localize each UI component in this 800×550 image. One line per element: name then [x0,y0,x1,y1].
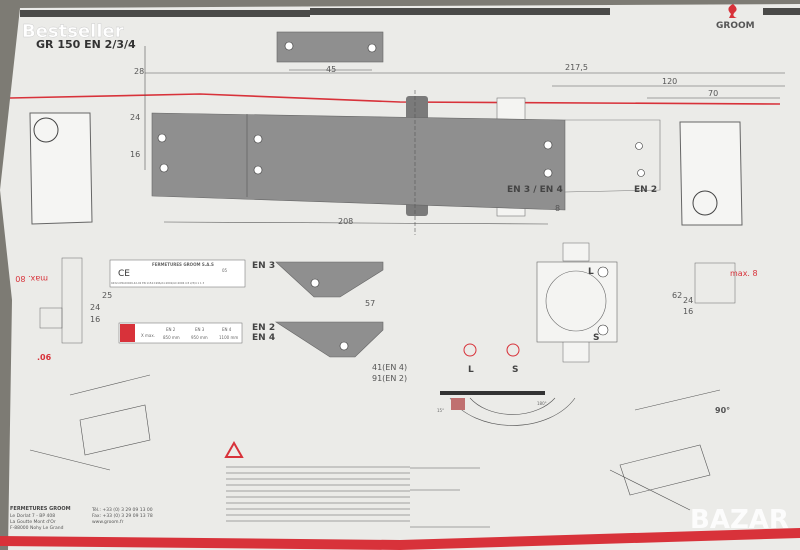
latch-valve-icon [597,266,609,278]
model-title: GR 150 EN 2/3/4 [36,38,136,51]
rotation-icon-right [692,190,718,216]
svg-text:62: 62 [672,291,682,300]
svg-text:850 mm: 850 mm [163,335,180,340]
dim-57: 57 [365,299,375,308]
dim-24: 24 [130,113,140,122]
svg-text:.06: .06 [37,353,52,362]
svg-text:24: 24 [90,303,100,312]
bracket-label-en4: EN 4 [252,333,275,343]
watermark-bazar: BAZAR [690,505,789,535]
svg-text:X max.: X max. [141,333,155,338]
svg-text:25: 25 [102,291,112,300]
svg-text:FERMETURES GROOM S.A.S: FERMETURES GROOM S.A.S [152,262,214,267]
svg-text:La Goutte Mont d'Or: La Goutte Mont d'Or [10,519,56,525]
footer-red-band [0,528,800,550]
door-picto-left [29,112,93,225]
svg-text:max. 8: max. 8 [730,269,758,278]
svg-text:16: 16 [683,307,693,316]
warning-text-block [226,466,490,528]
warning-icon [224,440,244,458]
top-plate [276,31,384,63]
en2-area [564,119,661,193]
latch-screw-icon [463,343,477,357]
swing-valve-icon [597,324,609,336]
dim-41-en4: 41(EN 4) [372,363,407,372]
svg-text:S: S [593,333,599,343]
dim-217-5: 217,5 [565,63,588,72]
exploded-install-view [29,374,721,511]
svg-text:0432-CPR-00029-42-02 EN 1154:: 0432-CPR-00029-42-02 EN 1154:1996/A1:200… [111,281,204,285]
svg-text:24: 24 [683,296,693,305]
dim-8: 8 [555,204,560,213]
svg-text:max. 80: max. 80 [15,274,48,283]
header-bar-2 [310,8,610,15]
closer-body [151,112,566,211]
dim-70: 70 [708,89,718,98]
label-en2: EN 2 [634,185,657,195]
watermark-bestseller: Bestseller [22,21,124,42]
svg-text:05: 05 [222,268,228,273]
svg-text:950 mm: 950 mm [191,335,208,340]
groom-logo: GROOM [716,4,755,31]
bracket-label-en2: EN 2 [252,323,275,333]
header-bar-3 [763,8,800,15]
xmax-table: X max. EN 2 EN 3 EN 4 850 mm 950 mm 1100… [118,322,243,344]
ce-certification-table: CE FERMETURES GROOM S.A.S 05 0432-CPR-00… [109,259,246,288]
svg-text:1100 mm: 1100 mm [219,335,238,340]
svg-text:F-88000 Nohy Le Grand: F-88000 Nohy Le Grand [10,525,64,531]
rotation-icon [33,117,59,143]
svg-text:16: 16 [90,315,100,324]
dim-16: 16 [130,150,140,159]
svg-text:Le Dorlat 7 - BP 408: Le Dorlat 7 - BP 408 [10,513,55,519]
door-top-line [9,93,781,105]
svg-text:L: L [588,267,594,277]
dim-120: 120 [662,77,677,86]
dim-208: 208 [338,217,353,226]
right-mount-detail: max. 8 62 24 16 90° [672,262,758,415]
dim-91-en2: 91(EN 2) [372,374,407,383]
svg-text:15°: 15° [437,408,444,413]
fire-door-icon [120,324,135,342]
svg-text:S: S [512,365,518,375]
svg-text:Fax: +33 (0) 3 29 09 13 78: Fax: +33 (0) 3 29 09 13 78 [92,513,153,519]
svg-text:EN 4: EN 4 [222,327,232,332]
svg-text:GROOM: GROOM [716,21,755,31]
bracket-en3 [275,261,384,298]
svg-text:FERMETURES GROOM: FERMETURES GROOM [10,506,71,512]
dim-28: 28 [134,67,144,76]
svg-text:EN 2: EN 2 [166,327,176,332]
svg-text:CE: CE [118,269,130,279]
label-en3-en4: EN 3 / EN 4 [507,185,563,195]
swing-screw-icon [506,343,520,357]
svg-text:EN 3: EN 3 [195,327,205,332]
svg-text:Tél.: +33 (0) 3 29 09 13 00: Tél.: +33 (0) 3 29 09 13 00 [91,506,153,513]
footer-address: FERMETURES GROOM Le Dorlat 7 - BP 408 La… [10,506,153,531]
bracket-en2-en4 [274,321,384,358]
adjustment-valve-diagram: L S L S 15° 180° [437,242,618,426]
left-mount-detail: max. 80 25 24 16 .06 [15,257,112,362]
dim-45: 45 [326,65,336,74]
svg-text:180°: 180° [537,401,547,406]
svg-text:90°: 90° [715,406,730,415]
svg-text:L: L [468,365,474,375]
svg-text:www.groom.fr: www.groom.fr [92,519,124,525]
door-picto-right [679,121,743,226]
header-bar [20,10,310,17]
bracket-label-en3: EN 3 [252,261,275,271]
